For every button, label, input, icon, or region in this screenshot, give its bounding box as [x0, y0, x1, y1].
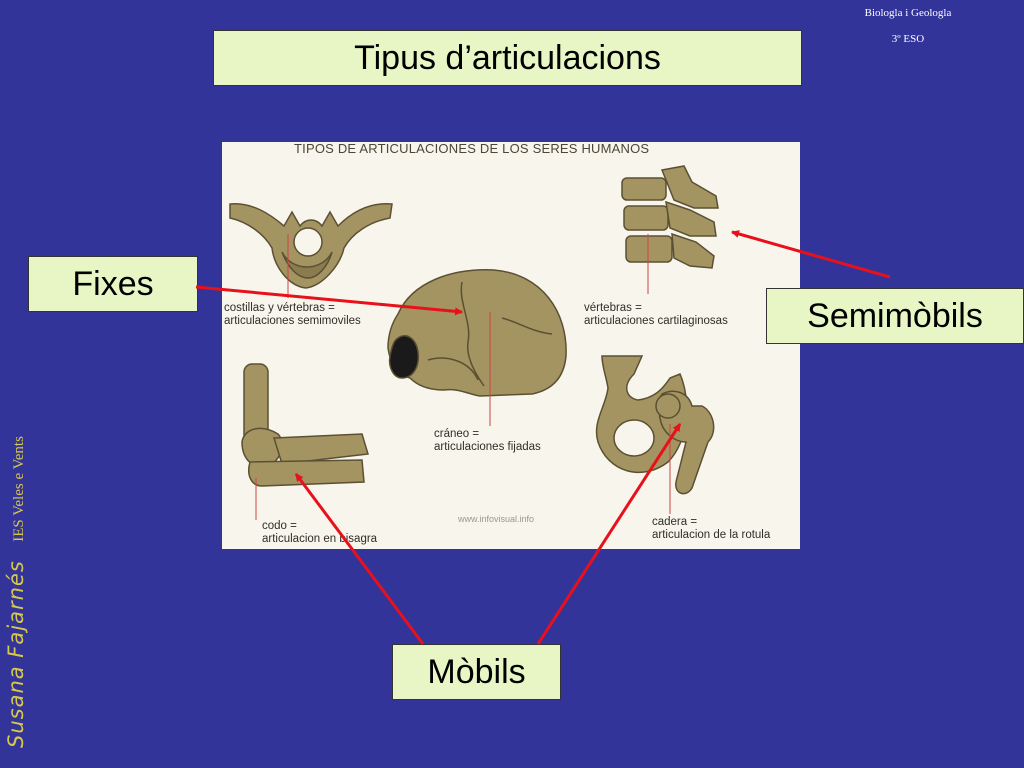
- arrow-mobils-hip: [536, 423, 682, 645]
- label-fixes: Fixes: [28, 256, 198, 312]
- label-semimobils: Semimòbils: [766, 288, 1024, 344]
- label-mobils: Mòbils: [392, 644, 561, 700]
- arrow-semimobils: [731, 230, 891, 279]
- grade-text: 3º ESO: [891, 33, 925, 45]
- bones-drawing: [229, 165, 719, 520]
- caption-skull: cráneo = articulaciones fijadas: [434, 428, 541, 453]
- hip-illustration: [595, 355, 715, 495]
- skull-illustration: [387, 269, 567, 397]
- caption-ribs-vertebrae: costillas y vértebras = articulaciones s…: [224, 302, 361, 327]
- figure-watermark: www.infovisual.info: [458, 514, 535, 524]
- caption-vertebrae: vértebras = articulaciones cartilaginosa…: [584, 302, 728, 327]
- slide-title: Tipus d’articulacions: [213, 30, 802, 86]
- spine-illustration: [621, 165, 719, 269]
- vertebra-illustration: [229, 203, 393, 289]
- arrow-mobils-elbow: [294, 473, 425, 645]
- arrow-fixes: [195, 285, 463, 316]
- elbow-illustration: [241, 363, 369, 487]
- joints-illustration: TIPOS DE ARTICULACIONES DE LOS SERES HUM…: [222, 142, 800, 549]
- figure-title: TIPOS DE ARTICULACIONES DE LOS SERES HUM…: [294, 142, 650, 156]
- caption-hip: cadera = articulacion de la rotula: [652, 516, 771, 541]
- header-course-info: Biologla i Geologla 3º ESO: [856, 0, 960, 52]
- subject-text: Biologla i Geologla: [864, 7, 952, 19]
